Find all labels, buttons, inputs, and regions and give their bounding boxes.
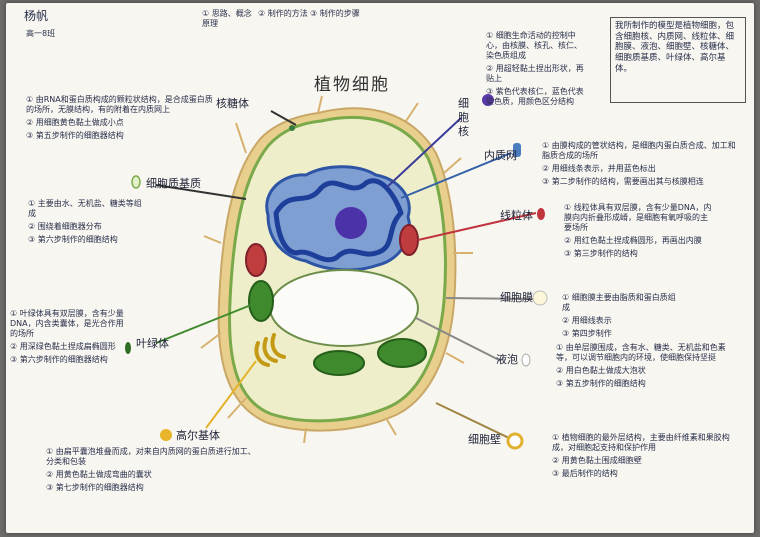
note-line: ③ 紫色代表核仁，蓝色代表染色质，用颜色区分结构 [486,87,584,106]
wall-icon [506,432,524,450]
tab-steps: ③ 制作的步骤 [310,9,360,18]
note-line: ③ 最后制作的结构 [552,469,618,478]
label-golgi: 高尔基体 [176,429,220,442]
note-line: ① 由单层膜围成，含有水、糖类、无机盐和色素等，可以调节细胞内的环境，使细胞保持… [556,343,726,362]
intro-text: 我所制作的模型是植物细胞，包含细胞核、内质网、线粒体、细胞膜、液泡、细胞壁、核糖… [615,21,735,74]
note-line: ① 细胞生命活动的控制中心，由核膜、核孔、核仁、染色质组成 [486,31,582,60]
leader-membrane [445,297,537,300]
note-line: ② 用细线表示 [562,316,612,325]
note-line: ① 植物细胞的最外层结构，主要由纤维素和果胶构成，对细胞起支持和保护作用 [552,433,730,452]
worksheet: 杨帆 高一8班 ① 思路、概念原理 ② 制作的方法 ③ 制作的步骤 植物细胞 我… [6,3,754,533]
mitochondrion-left [245,243,267,277]
tab-method: ② 制作的方法 [258,9,308,18]
note-line: ② 用超轻黏土捏出形状，再贴上 [486,64,584,83]
note-line: ① 主要由水、无机盐、糖类等组成 [28,199,142,218]
notes-er: ① 由膜构成的管状结构，是细胞内蛋白质合成、加工和脂质合成的场所 ② 用细线条表… [542,141,742,190]
cell-wall-spikes [200,95,473,444]
intro-box: 我所制作的模型是植物细胞，包含细胞核、内质网、线粒体、细胞膜、液泡、细胞壁、核糖… [610,17,746,103]
nucleus-icon [482,94,494,106]
note-line: ② 用细线条表示，并用蓝色标出 [542,164,656,173]
chloroplast-bottom-b [377,338,427,368]
note-line: ③ 第四步制作 [562,329,612,338]
note-line: ③ 第七步制作的细胞器结构 [46,483,144,492]
notes-cytoplasm: ① 主要由水、无机盐、糖类等组成 ② 围绕着细胞器分布 ③ 第六步制作的细胞结构 [28,199,148,248]
note-line: ③ 第二步制作的结构，需要画出其与核膜相连 [542,177,704,186]
cell-diagram [125,94,548,450]
page-title: 植物细胞 [314,75,390,95]
leader-er [400,152,512,199]
note-line: ① 由扁平囊泡堆叠而成，对来自内质网的蛋白质进行加工、分类和包装 [46,447,256,466]
leader-cytoplasm [155,184,247,200]
label-ribosome: 核糖体 [216,97,249,110]
chloroplast-bottom-a [313,350,365,376]
note-line: ② 用黄色黏土做成弯曲的囊状 [46,470,152,479]
note-line: ① 叶绿体具有双层膜，含有少量DNA，内含类囊体，是光合作用的场所 [10,309,124,338]
vacuole [269,269,419,347]
leader-wall [435,402,512,440]
note-line: ② 用红色黏土捏成椭圆形，再画出内膜 [564,236,702,245]
er-icon [513,143,521,157]
student-class: 高一8班 [26,29,56,38]
notes-vacuole: ① 由单层膜围成，含有水、糖类、无机盐和色素等，可以调节细胞内的环境，使细胞保持… [556,343,741,392]
label-chloroplast: 叶绿体 [136,337,169,350]
chloroplast-left [248,280,274,322]
note-line: ② 用白色黏土做成大泡状 [556,366,646,375]
note-line: ① 由膜构成的管状结构，是细胞内蛋白质合成、加工和脂质合成的场所 [542,141,736,160]
note-line: ③ 第六步制作的细胞器结构 [10,355,108,364]
leader-chloroplast [155,304,252,344]
note-line: ③ 第五步制作的细胞结构 [556,379,646,388]
note-line: ① 线粒体具有双层膜，含有少量DNA，内膜向内折叠形成嵴，是细胞有氧呼吸的主要场… [564,203,712,232]
membrane-icon [532,290,548,306]
nucleolus [335,207,367,239]
label-wall: 细胞壁 [468,433,501,446]
notes-chloroplast: ① 叶绿体具有双层膜，含有少量DNA，内含类囊体，是光合作用的场所 ② 用深绿色… [10,309,128,368]
mito-icon [537,208,545,220]
label-membrane: 细胞膜 [500,291,533,304]
note-line: ① 由RNA和蛋白质构成的颗粒状结构，是合成蛋白质的场所，无膜结构，有的附着在内… [26,95,213,114]
leader-ribosome [270,110,297,126]
leader-mito [417,212,537,241]
label-vacuole: 液泡 [496,353,518,366]
vacuole-icon [521,353,531,367]
notes-ribosome: ① 由RNA和蛋白质构成的颗粒状结构，是合成蛋白质的场所，无膜结构，有的附着在内… [26,95,216,144]
note-line: ③ 第三步制作的结构 [564,249,638,258]
note-line: ③ 第六步制作的细胞结构 [28,235,118,244]
leader-vacuole [415,317,502,362]
tab-concept: ① 思路、概念原理 [202,9,252,28]
note-line: ② 用黄色黏土围成细胞壁 [552,456,642,465]
nucleus [265,165,411,272]
note-line: ③ 第五步制作的细胞器结构 [26,131,124,140]
notes-golgi: ① 由扁平囊泡堆叠而成，对来自内质网的蛋白质进行加工、分类和包装 ② 用黄色黏土… [46,447,256,496]
label-er: 内质网 [484,149,517,162]
note-line: ② 围绕着细胞器分布 [28,222,102,231]
leader-nucleus [385,117,462,189]
notes-mito: ① 线粒体具有双层膜，含有少量DNA，内膜向内折叠形成嵴，是细胞有氧呼吸的主要场… [564,203,714,262]
note-line: ② 用深绿色黏土捏成扁椭圆形 [10,342,116,351]
label-mito: 线粒体 [500,209,533,222]
ribosome-dot [289,125,295,131]
notes-nucleus: ① 细胞生命活动的控制中心，由核膜、核孔、核仁、染色质组成 ② 用超轻黏土捏出形… [486,31,586,110]
golgi-icon [160,429,172,441]
label-cytoplasm: 细胞质基质 [146,177,201,190]
chloroplast-icon [125,342,131,354]
cytoplasm-icon [131,175,141,189]
leader-golgi [205,360,257,429]
golgi [254,333,286,367]
notes-membrane: ① 细胞膜主要由脂质和蛋白质组成 ② 用细线表示 ③ 第四步制作 [562,293,682,342]
student-name: 杨帆 [24,9,49,23]
label-nucleus: 细胞核 [458,97,469,138]
notes-wall: ① 植物细胞的最外层结构，主要由纤维素和果胶构成，对细胞起支持和保护作用 ② 用… [552,433,742,482]
mitochondrion-right [399,224,419,256]
note-line: ② 用细胞黄色黏土做成小点 [26,118,124,127]
note-line: ① 细胞膜主要由脂质和蛋白质组成 [562,293,676,312]
